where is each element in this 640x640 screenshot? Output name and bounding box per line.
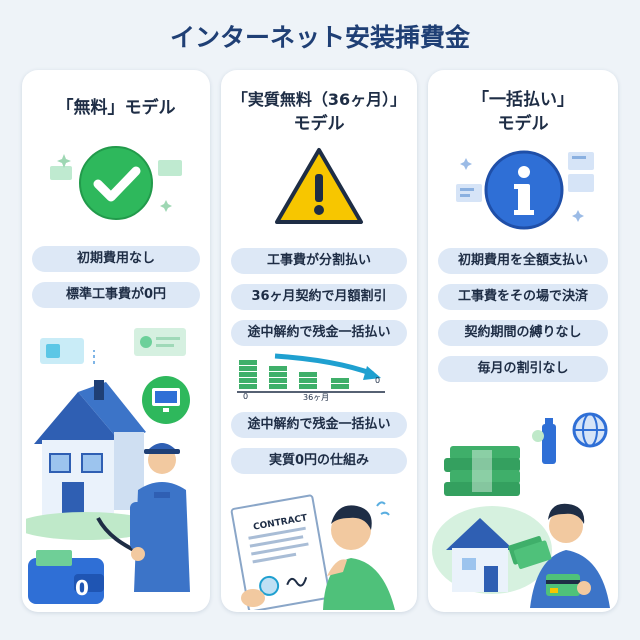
chart-label-36: 36ヶ月 <box>303 393 330 402</box>
card-title-suffix: モデル <box>293 114 345 134</box>
card-title-suffix: モデル <box>497 114 549 134</box>
feature-item: 標準工事費が0円 <box>32 282 200 308</box>
feature-item: 36ヶ月契約で月額割引 <box>231 284 407 310</box>
contract-review-illustration: CONTRACT <box>227 480 413 610</box>
page-title: インターネット安装挿費金 <box>169 23 470 52</box>
feature-item: 初期費用を全額支払い <box>438 248 608 274</box>
feature-item: 毎月の割引なし <box>438 356 608 382</box>
card-title: 「一括払い」 <box>472 90 574 110</box>
card-effective-free-model: 「実質無料（36ヶ月）」 モデル 工事費が分割払い 36ヶ月契約で月額割引 途中… <box>221 70 417 612</box>
feature-item: 実質0円の仕組み <box>231 448 407 474</box>
house-installation-illustration: 0 <box>26 322 206 610</box>
feature-item: 工事費をその場で決済 <box>438 284 608 310</box>
chart-label-zero: 0 <box>243 392 249 401</box>
wallet-zero-value: 0 <box>75 576 89 600</box>
feature-item: 途中解約で残金一括払い <box>231 412 407 438</box>
chart-label-zero-end: 0 <box>375 376 381 385</box>
feature-item: 途中解約で残金一括払い <box>231 320 407 346</box>
installment-decline-graphic: 36ヶ月 0 0 <box>235 352 405 404</box>
warning-icon <box>271 144 367 228</box>
feature-item: 契約期間の縛りなし <box>438 320 608 346</box>
card-free-model: 「無料」モデル 初期費用なし 標準工事費が0円 <box>22 70 210 612</box>
feature-item: 初期費用なし <box>32 246 200 272</box>
info-icon <box>450 144 596 236</box>
card-lump-sum-model: 「一括払い」 モデル 初期費用を全額支払い 工事費をその場で決済 契約期間の縛り… <box>428 70 618 612</box>
card-title: 「無料」モデル <box>56 98 176 118</box>
cash-payment-illustration <box>432 400 614 608</box>
card-title: 「実質無料（36ヶ月）」 <box>231 90 407 109</box>
check-icon <box>46 138 186 228</box>
feature-item: 工事費が分割払い <box>231 248 407 274</box>
